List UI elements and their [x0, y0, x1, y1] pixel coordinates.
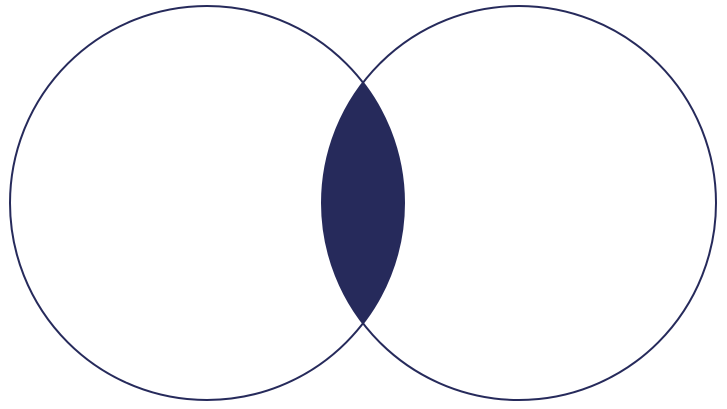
right-set-circle: [321, 5, 717, 401]
intersection-region: [322, 6, 404, 400]
left-set-circle: [9, 5, 405, 401]
